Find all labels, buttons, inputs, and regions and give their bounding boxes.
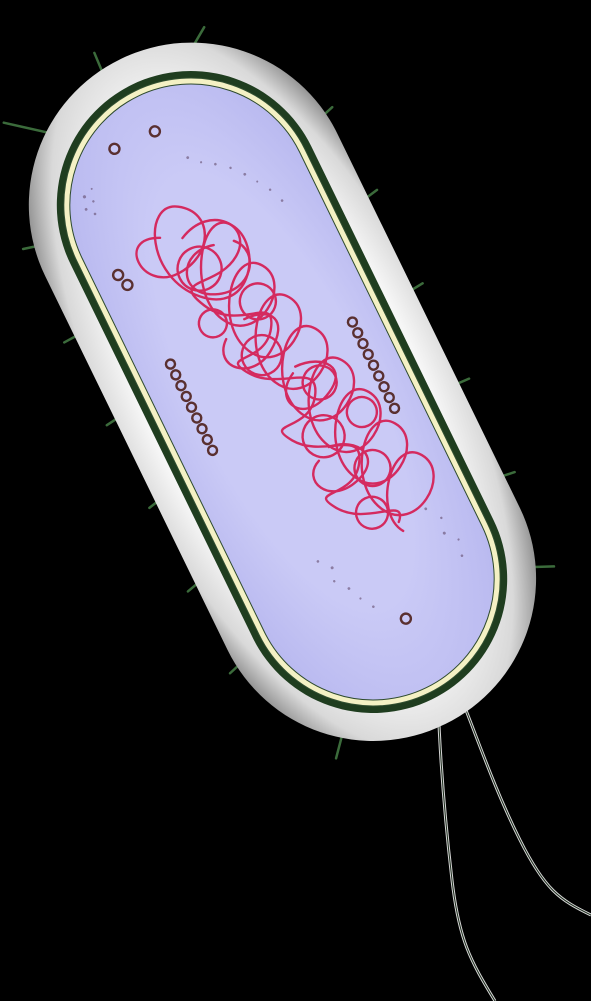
flagellum — [462, 700, 591, 915]
flagellum — [438, 700, 495, 1001]
flagellum — [438, 700, 495, 1001]
flagellum — [462, 700, 591, 915]
flagella — [438, 700, 591, 1001]
